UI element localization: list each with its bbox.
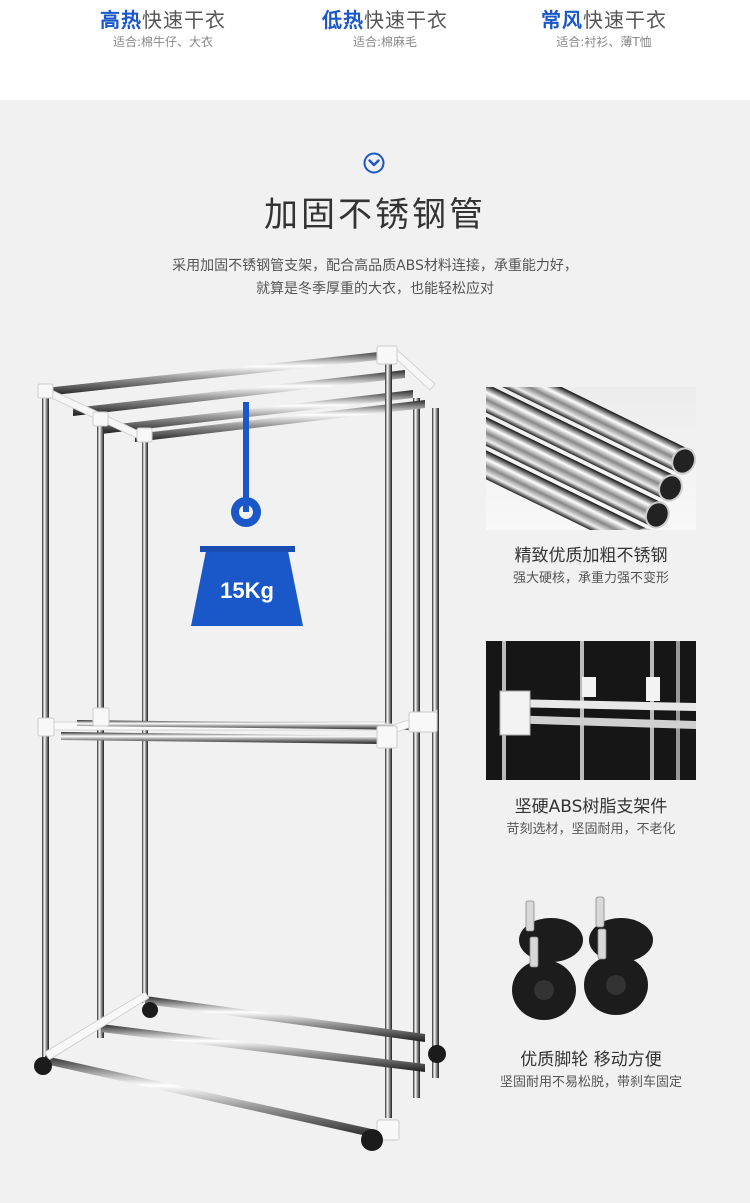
mode-normal-air: 常风快速干衣 适合:衬衫、薄T恤 — [504, 6, 704, 50]
feature-caster-title: 优质脚轮 移动方便 — [520, 1050, 662, 1070]
mode-low-heat-sub: 适合:棉麻毛 — [352, 35, 418, 49]
mode-low-heat-highlight: 低热 — [322, 8, 364, 32]
mode-high-heat: 高热快速干衣 适合:棉牛仔、大衣 — [63, 6, 263, 50]
mode-low-heat-text: 快速干衣 — [364, 8, 448, 32]
steel-tubes-image — [440, 352, 697, 556]
section-description-line2: 就算是冬季厚重的大衣，也能轻松应对 — [256, 281, 494, 297]
weight-icon — [191, 546, 303, 626]
mode-high-heat-highlight: 高热 — [100, 8, 142, 32]
mode-high-heat-sub: 适合:棉牛仔、大衣 — [112, 35, 214, 49]
drying-modes-band: 高热快速干衣 适合:棉牛仔、大衣 低热快速干衣 适合:棉麻毛 常风快速干衣 适合… — [0, 0, 750, 100]
feature-steel-title: 精致优质加粗不锈钢 — [514, 546, 668, 566]
feature-bracket-title: 坚硬ABS树脂支架件 — [514, 797, 668, 817]
mode-normal-air-text: 快速干衣 — [583, 8, 667, 32]
bracket-image — [486, 641, 696, 780]
feature-bracket-sub: 苛刻选材，坚固耐用，不老化 — [506, 822, 676, 837]
drying-rack-illustration: 15Kg — [34, 345, 446, 1151]
mode-high-heat-text: 快速干衣 — [142, 8, 226, 32]
section-title: 加固不锈钢管 — [264, 195, 486, 235]
mode-low-heat: 低热快速干衣 适合:棉麻毛 — [285, 6, 485, 50]
feature-caster-sub: 坚固耐用不易松脱，带刹车固定 — [499, 1075, 682, 1090]
caster-wheels-image — [486, 885, 696, 1030]
weight-label: 15Kg — [220, 578, 274, 603]
chevron-down-circle-icon — [363, 152, 385, 174]
mode-normal-air-sub: 适合:衬衫、薄T恤 — [556, 35, 652, 49]
section-description: 采用加固不锈钢管支架，配合高品质ABS材料连接，承重能力好， 就算是冬季厚重的大… — [0, 255, 750, 301]
mode-normal-air-highlight: 常风 — [541, 8, 583, 32]
weight-hanger — [243, 402, 249, 512]
section-description-line1: 采用加固不锈钢管支架，配合高品质ABS材料连接，承重能力好， — [172, 258, 578, 274]
feature-steel-sub: 强大硬核，承重力强不变形 — [512, 571, 669, 586]
